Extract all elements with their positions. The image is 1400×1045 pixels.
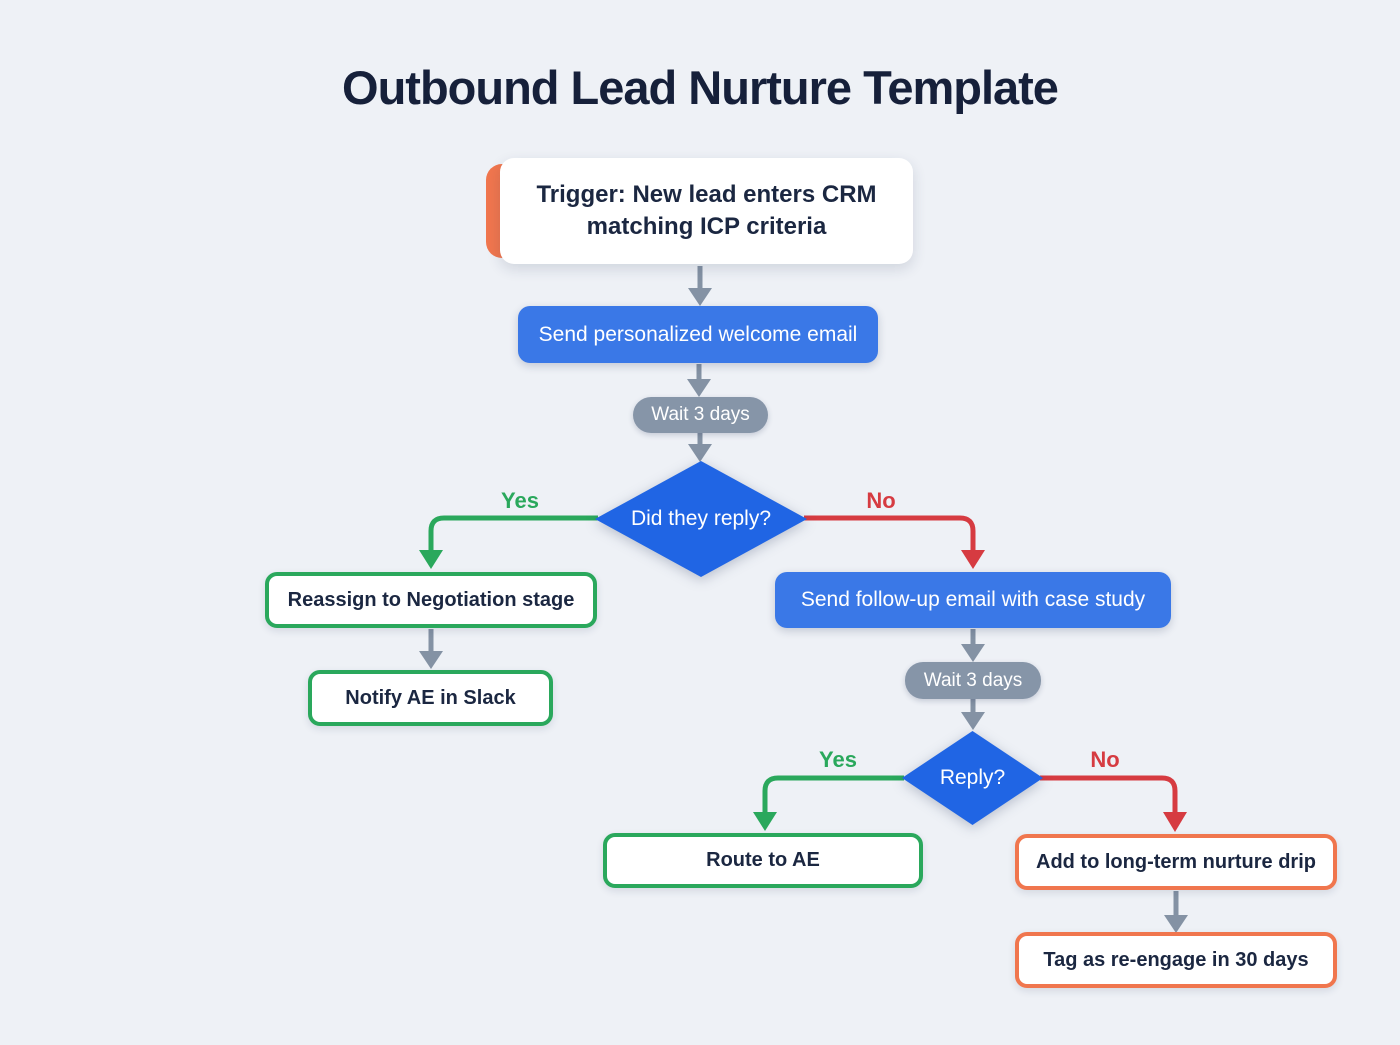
decision-2-shape: Reply?: [902, 731, 1043, 825]
node-decision-reply: Reply?: [902, 731, 1043, 825]
edge-followup-to-wait2: [961, 629, 985, 662]
edge-label-decision1-no: No: [866, 488, 896, 513]
node-tag-reengage: Tag as re-engage in 30 days: [1015, 932, 1337, 988]
edge-drip-to-tag: [1164, 891, 1188, 933]
edge-decision1-yes: [419, 515, 598, 569]
reassign-label: Reassign to Negotiation stage: [287, 588, 575, 611]
welcome-email-label: Send personalized welcome email: [538, 322, 858, 346]
decision-1-label: Did they reply?: [630, 507, 772, 530]
nurture-drip-label: Add to long-term nurture drip: [1036, 850, 1316, 873]
page-title: Outbound Lead Nurture Template: [342, 61, 1059, 114]
edge-welcome-to-wait1: [687, 364, 711, 397]
node-nurture-drip: Add to long-term nurture drip: [1015, 834, 1337, 890]
node-route-to-ae: Route to AE: [603, 833, 923, 888]
wait-1-label: Wait 3 days: [651, 404, 750, 425]
route-ae-label: Route to AE: [706, 849, 820, 871]
edge-reassign-to-notify: [419, 629, 443, 669]
node-trigger: Trigger: New lead enters CRM matching IC…: [486, 158, 913, 264]
node-followup-email: Send follow-up email with case study: [775, 572, 1171, 628]
wait-2-label: Wait 3 days: [923, 669, 1023, 691]
node-wait-1: Wait 3 days: [633, 397, 768, 433]
edge-label-decision2-yes: Yes: [819, 747, 857, 772]
node-wait-2: Wait 3 days: [905, 662, 1041, 699]
decision-1-shape: Did they reply?: [595, 461, 807, 577]
edge-decision1-no: [804, 515, 985, 569]
edge-wait1-to-decision1: [688, 433, 712, 462]
edge-decision2-no: [1040, 775, 1187, 832]
node-notify-ae-slack: Notify AE in Slack: [308, 670, 553, 726]
edge-label-decision1-yes: Yes: [501, 488, 539, 513]
edge-decision2-yes: [753, 775, 904, 831]
trigger-label: Trigger: New lead enters CRM matching IC…: [536, 180, 877, 240]
node-reassign-negotiation: Reassign to Negotiation stage: [265, 572, 597, 628]
edge-label-decision2-no: No: [1090, 747, 1120, 772]
node-welcome-email: Send personalized welcome email: [518, 306, 878, 363]
edge-trigger-to-welcome: [688, 266, 712, 306]
edge-wait2-to-decision2: [961, 699, 985, 730]
followup-email-label: Send follow-up email with case study: [800, 588, 1146, 611]
node-decision-did-they-reply: Did they reply?: [595, 461, 807, 577]
tag-reengage-label: Tag as re-engage in 30 days: [1043, 948, 1309, 971]
decision-2-label: Reply?: [939, 766, 1006, 789]
trigger-box: Trigger: New lead enters CRM matching IC…: [500, 158, 913, 264]
notify-ae-label: Notify AE in Slack: [345, 686, 516, 709]
